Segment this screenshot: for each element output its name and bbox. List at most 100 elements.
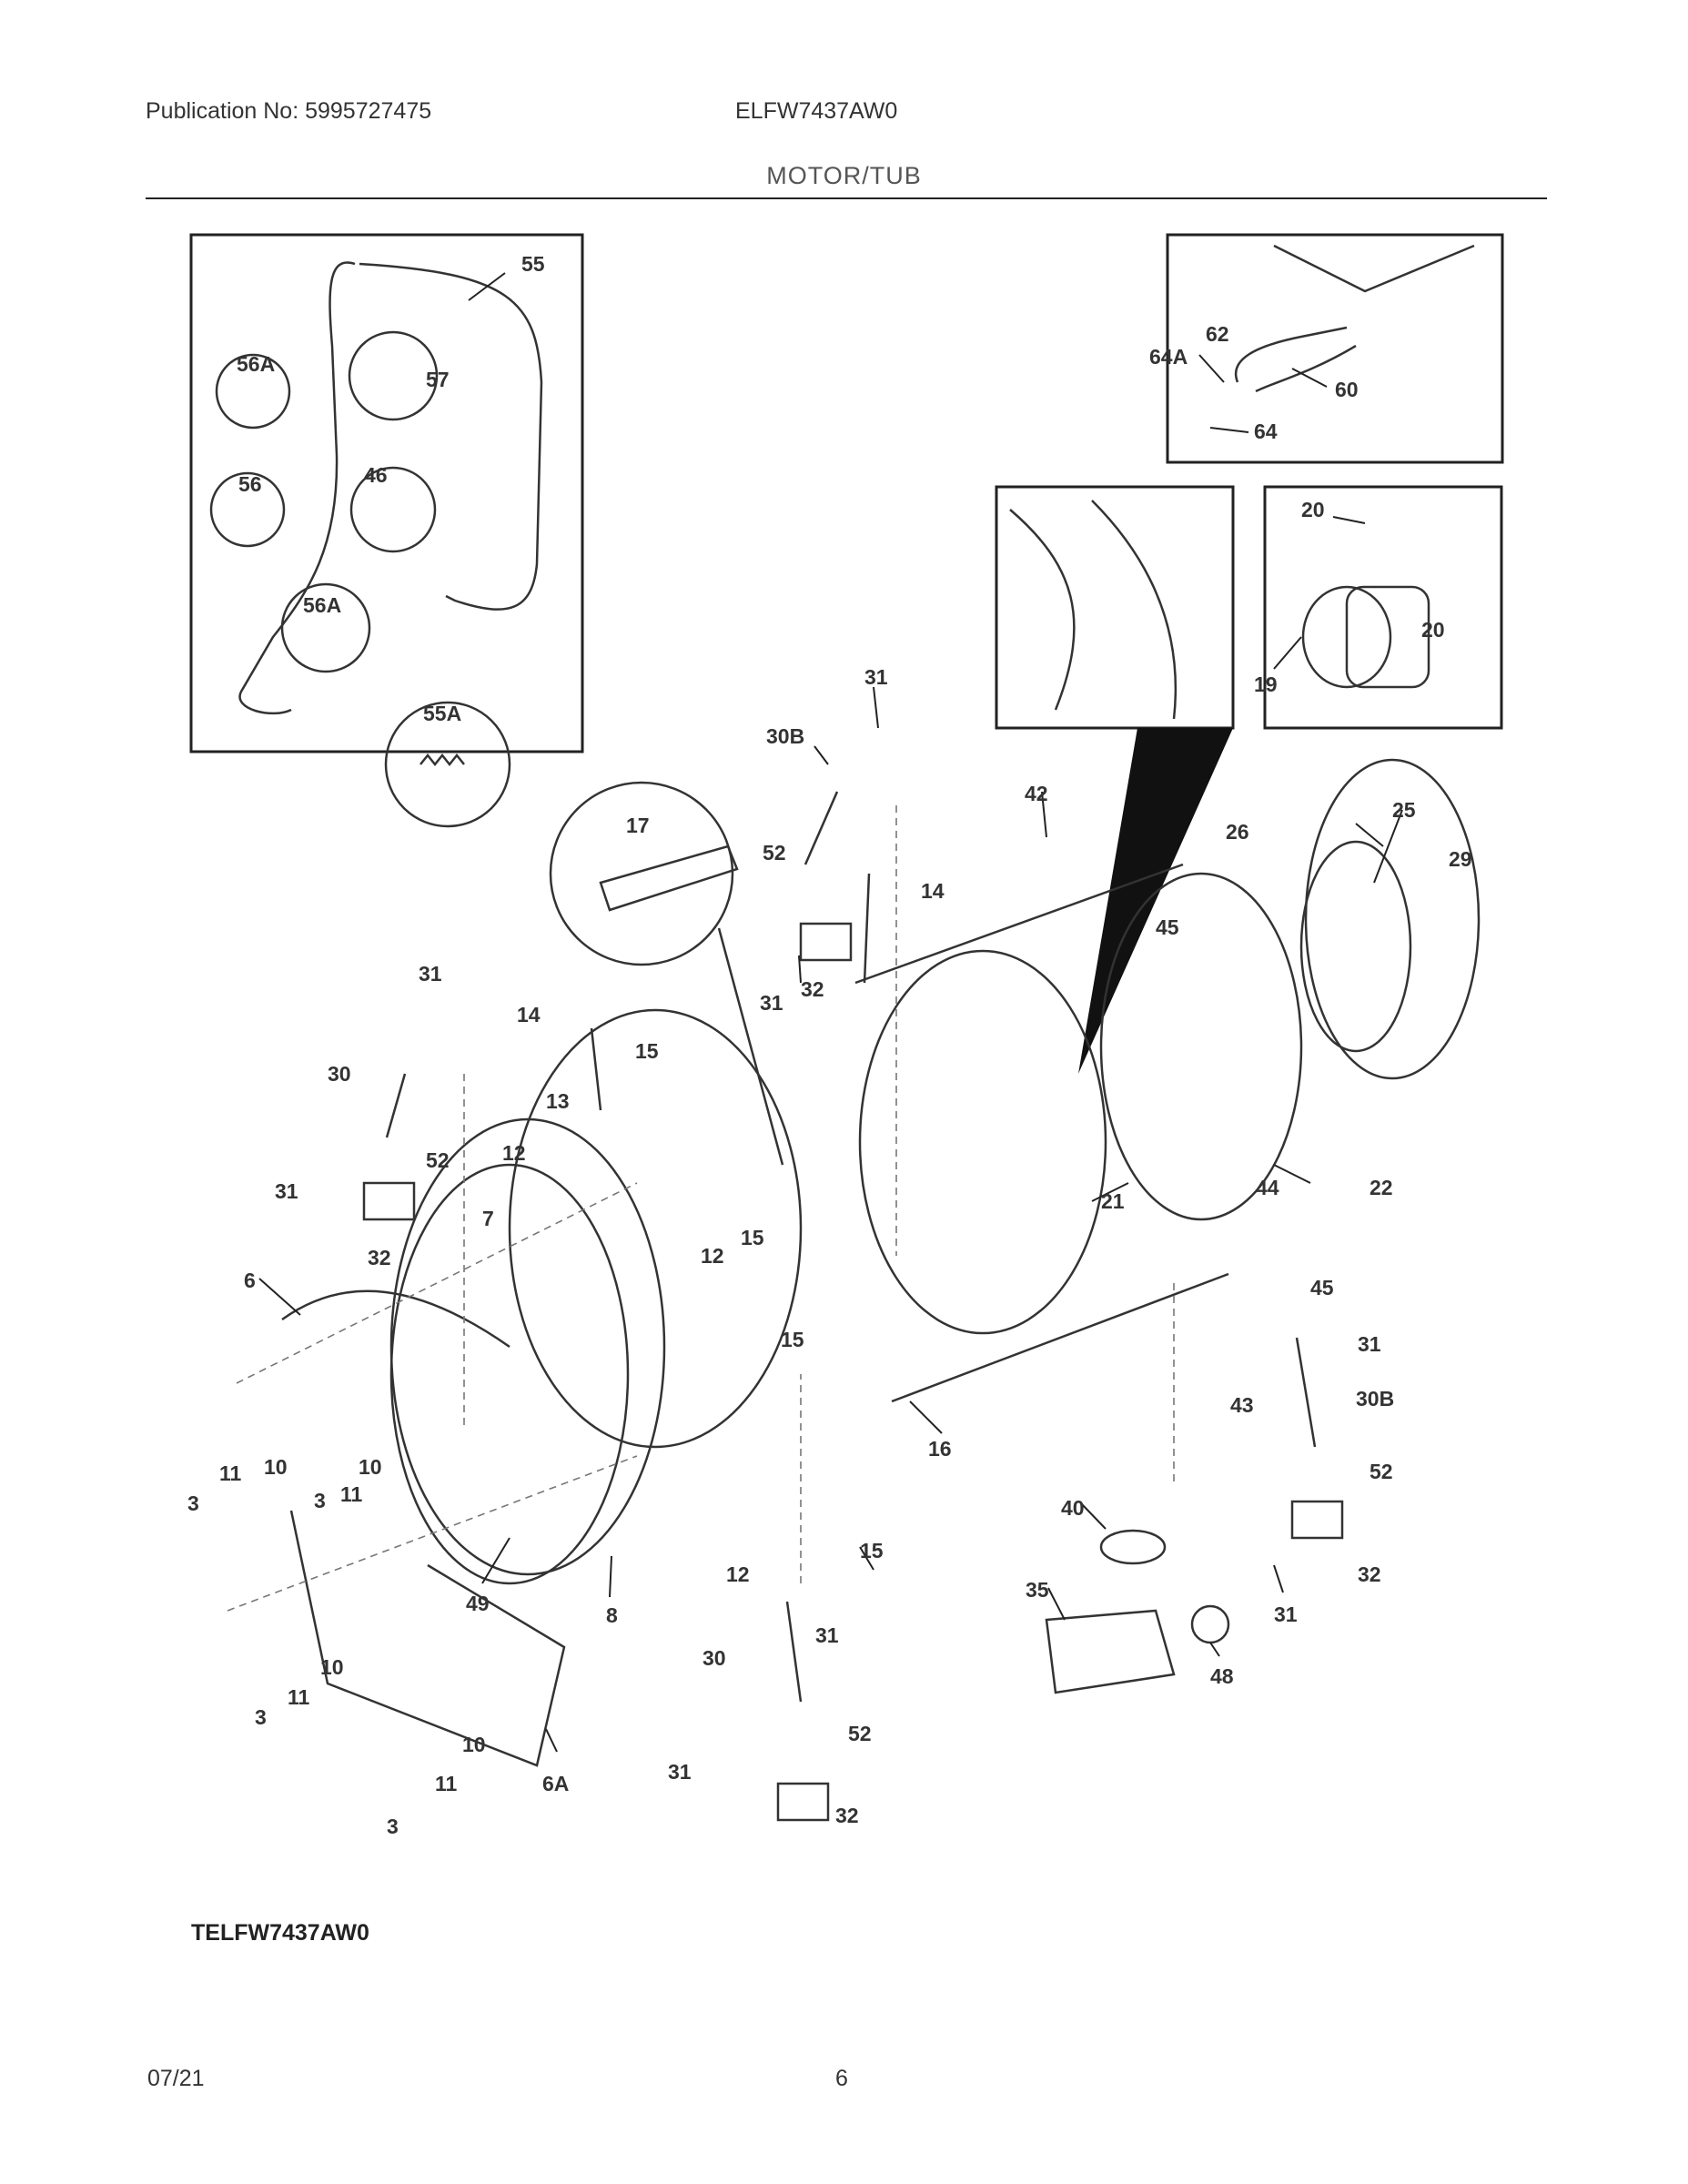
gasket-8 xyxy=(389,1163,630,1585)
callout-3-d: 3 xyxy=(387,1815,399,1838)
bracket-32-left xyxy=(362,1181,416,1221)
leader-49 xyxy=(481,1537,510,1584)
callout-48: 48 xyxy=(1210,1664,1234,1688)
part-17 xyxy=(599,844,739,912)
section-title: MOTOR/TUB xyxy=(766,162,922,189)
callout-3: 3 xyxy=(187,1491,199,1515)
callout-11-d: 11 xyxy=(435,1772,458,1795)
leader-32-top xyxy=(798,955,802,984)
seal-40 xyxy=(1099,1529,1167,1565)
clamp-57-bubble xyxy=(348,330,439,421)
leader-30b xyxy=(814,745,829,765)
hose-55 xyxy=(238,261,356,715)
weight-6a xyxy=(289,1510,566,1767)
heater-60 xyxy=(1234,326,1348,383)
tub-curve-2 xyxy=(1091,500,1178,720)
callout-12-c: 12 xyxy=(726,1562,750,1586)
heater-60-loop xyxy=(1255,344,1357,393)
callout-45-b: 45 xyxy=(1310,1276,1334,1299)
leader-31-right xyxy=(1273,1564,1284,1593)
callout-15: 15 xyxy=(635,1039,659,1063)
leader-6a xyxy=(545,1728,558,1753)
callout-49: 49 xyxy=(466,1592,490,1615)
pulley-26 xyxy=(1299,840,1412,1053)
drum-bottom-line xyxy=(891,1272,1229,1403)
leader-64 xyxy=(1209,427,1249,433)
leader-55 xyxy=(468,272,506,301)
clamp-56a-bubble-2 xyxy=(280,582,371,673)
callout-11: 11 xyxy=(219,1461,242,1485)
callout-pointer xyxy=(1078,728,1233,1074)
washer-55a-bubble xyxy=(384,701,511,828)
shock-30b-right xyxy=(1295,1337,1317,1448)
page-number: 6 xyxy=(835,2066,848,2091)
callout-46: 46 xyxy=(364,463,388,487)
callout-42: 42 xyxy=(1025,782,1048,805)
callout-6a: 6A xyxy=(542,1772,569,1795)
spring-14-left xyxy=(590,1027,602,1111)
leader-44 xyxy=(1273,1164,1311,1184)
pump-35 xyxy=(1045,1609,1176,1694)
callout-7: 7 xyxy=(482,1207,494,1230)
callout-31-g: 31 xyxy=(1274,1603,1298,1626)
bracket-32-bottom xyxy=(776,1782,830,1822)
leader-60 xyxy=(1291,368,1328,388)
callout-3-c: 3 xyxy=(255,1705,267,1729)
tub-edge xyxy=(1273,244,1475,293)
callout-3-b: 3 xyxy=(314,1489,326,1512)
leader-62 xyxy=(1198,354,1225,383)
callout-8: 8 xyxy=(606,1603,618,1627)
motor-inset-box xyxy=(1263,485,1503,730)
callout-30b-b: 30B xyxy=(1356,1387,1394,1410)
align-line-6 xyxy=(227,1455,638,1612)
hose-55-right xyxy=(359,262,543,611)
callout-19: 19 xyxy=(1254,672,1278,696)
clamp-48 xyxy=(1190,1604,1230,1644)
leader-20-top xyxy=(1332,516,1366,524)
tub-detail-inset-box xyxy=(995,485,1235,730)
leader-21 xyxy=(1091,1182,1129,1202)
weight-6 xyxy=(281,1289,510,1349)
callout-16: 16 xyxy=(928,1437,952,1461)
model-number: ELFW7437AW0 xyxy=(735,98,898,124)
callout-62: 62 xyxy=(1206,322,1229,346)
revision-date: 07/21 xyxy=(147,2066,205,2091)
callout-30-b: 30 xyxy=(702,1646,726,1670)
callout-11-c: 11 xyxy=(288,1685,310,1709)
callout-29: 29 xyxy=(1449,847,1472,871)
align-line-5 xyxy=(236,1182,638,1384)
star-washer xyxy=(419,753,465,767)
clamp-56-bubble xyxy=(209,471,286,548)
motor-19 xyxy=(1301,585,1392,689)
callout-15-d: 15 xyxy=(860,1539,884,1562)
motor-body xyxy=(1345,585,1430,689)
callout-64a: 64A xyxy=(1149,345,1188,369)
callout-52-b: 52 xyxy=(426,1148,450,1172)
clamp-56a-bubble xyxy=(215,353,291,430)
callout-32-d: 32 xyxy=(835,1804,859,1827)
callout-64: 64 xyxy=(1254,420,1278,443)
bracket-32-top xyxy=(799,922,853,962)
callout-21: 21 xyxy=(1101,1189,1125,1213)
callout-45: 45 xyxy=(1156,915,1179,939)
bracket-32-right xyxy=(1290,1500,1344,1540)
heater-inset-box xyxy=(1166,233,1504,464)
callout-12-b: 12 xyxy=(701,1244,724,1268)
callout-30: 30 xyxy=(328,1062,351,1086)
leader-42 xyxy=(1041,791,1047,838)
publication-number: Publication No: 5995727475 xyxy=(146,98,432,124)
header-rule xyxy=(146,197,1547,199)
callout-31-c: 31 xyxy=(419,962,442,986)
callout-56a: 56A xyxy=(237,352,275,376)
callout-31-h: 31 xyxy=(668,1760,692,1784)
shock-30-bottom xyxy=(785,1601,803,1703)
callout-22: 22 xyxy=(1370,1176,1393,1199)
leader-31-top xyxy=(873,686,879,729)
spring-14-right xyxy=(863,873,871,984)
outer-drum-rear xyxy=(858,949,1107,1335)
callout-26: 26 xyxy=(1226,820,1249,844)
callout-32: 32 xyxy=(801,977,824,1001)
callout-10-b: 10 xyxy=(359,1455,382,1479)
callout-20: 20 xyxy=(1301,498,1325,521)
pulley-25 xyxy=(1304,758,1481,1080)
